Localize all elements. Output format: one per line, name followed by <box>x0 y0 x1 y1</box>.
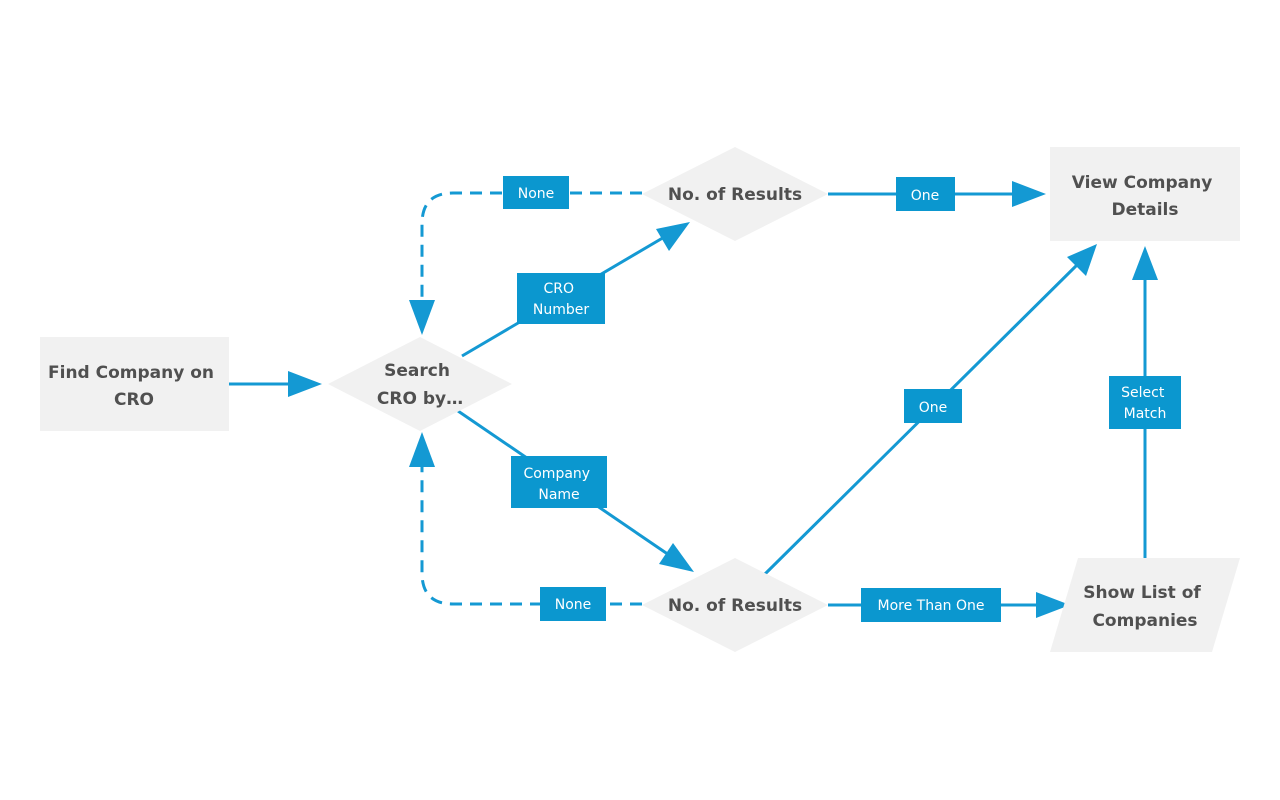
edge-label-company-name-line-2: Name <box>538 487 579 503</box>
find-company-line-2: CRO <box>114 390 154 410</box>
edge-label-none-bottom: None <box>540 587 606 621</box>
svg-text:More Than One: More Than One <box>878 598 985 614</box>
svg-text:Select Match: Select Match <box>1121 385 1169 422</box>
edge-label-none-top-text: None <box>518 186 555 202</box>
svg-text:One: One <box>911 188 940 204</box>
svg-text:CRO Number: CRO Number <box>533 281 589 318</box>
edge-label-one-top-text: One <box>911 188 940 204</box>
view-details-line-1: View Company <box>1072 173 1213 193</box>
edge-label-cro-number-line-2: Number <box>533 302 589 318</box>
edge-label-more-than-one: More Than One <box>861 588 1001 622</box>
results-top-line-1: No. of Results <box>668 185 802 205</box>
show-list-line-2: Companies <box>1092 611 1197 631</box>
edge-label-cro-number-line-1: CRO <box>544 281 575 297</box>
edge-label-cro-number: CRO Number <box>517 273 605 324</box>
view-details-label: View Company Details <box>1072 173 1218 220</box>
edge-label-more-than-one-text: More Than One <box>878 598 985 614</box>
show-list-label: Show List of Companies <box>1083 583 1206 631</box>
search-by-decision: Search CRO by… <box>328 337 512 431</box>
edge-label-select-match-line-2: Match <box>1124 406 1167 422</box>
arrowhead-results-top-to-view <box>1012 181 1046 207</box>
search-by-line-2: CRO by… <box>377 389 463 409</box>
arrowhead-find-to-search <box>288 371 322 397</box>
arrowhead-search-to-results-top <box>656 222 690 251</box>
results-top-label: No. of Results <box>668 185 802 205</box>
svg-text:None: None <box>518 186 555 202</box>
edge-label-none-bottom-text: None <box>555 597 592 613</box>
edge-results-top-to-search-none <box>420 191 642 305</box>
arrowhead-results-bottom-to-search-none <box>409 432 435 467</box>
results-bottom-label: No. of Results <box>668 596 802 616</box>
find-company-label: Find Company on CRO <box>48 363 220 410</box>
edge-label-company-name: Company Name <box>511 456 607 508</box>
edge-label-none-top: None <box>503 176 569 209</box>
arrowhead-results-bottom-to-list <box>1036 592 1070 618</box>
find-company-node: Find Company on CRO <box>40 337 229 431</box>
edge-results-bottom-to-search-none <box>420 462 642 606</box>
svg-text:Company Name: Company Name <box>523 466 594 503</box>
svg-text:One: One <box>919 400 948 416</box>
arrowhead-list-to-view <box>1132 246 1158 280</box>
edge-label-one-middle: One <box>904 389 962 423</box>
arrowhead-results-bottom-to-view <box>1067 244 1097 276</box>
search-by-line-1: Search <box>384 361 450 381</box>
view-details-line-2: Details <box>1111 200 1178 220</box>
edge-label-select-match: Select Match <box>1109 376 1181 429</box>
results-bottom-decision: No. of Results <box>642 558 828 652</box>
arrowhead-results-top-to-search-none <box>409 300 435 335</box>
show-list-line-1: Show List of <box>1083 583 1201 603</box>
show-list-node: Show List of Companies <box>1050 558 1240 652</box>
results-bottom-line-1: No. of Results <box>668 596 802 616</box>
search-by-label: Search CRO by… <box>377 361 463 409</box>
arrowhead-search-to-results-bottom <box>659 543 694 572</box>
results-top-decision: No. of Results <box>642 147 828 241</box>
nodes: Find Company on CRO Search CRO by… No. o… <box>40 147 1240 652</box>
edge-label-select-match-line-1: Select <box>1121 385 1165 401</box>
svg-text:None: None <box>555 597 592 613</box>
edge-labels: None CRO Number One Company Name <box>503 176 1181 622</box>
edge-label-one-top: One <box>896 177 955 211</box>
edge-label-one-middle-text: One <box>919 400 948 416</box>
view-details-node: View Company Details <box>1050 147 1240 241</box>
find-company-line-1: Find Company on <box>48 363 214 383</box>
edge-label-company-name-line-1: Company <box>523 466 590 482</box>
